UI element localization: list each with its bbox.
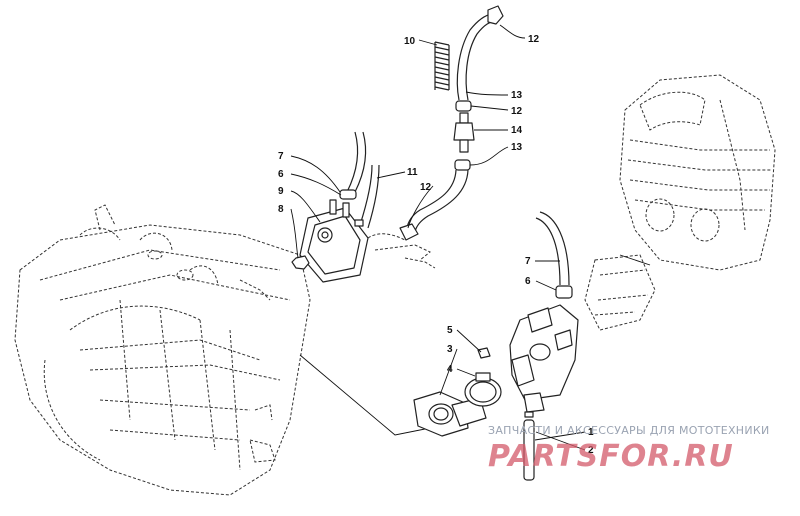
callout-13-top: 13: [511, 90, 523, 101]
callout-7-upper: 7: [278, 151, 284, 162]
callout-12-filter: 12: [511, 106, 523, 117]
callout-7-lower: 7: [525, 256, 531, 267]
drain-tube: [523, 411, 535, 481]
callout-13-lower: 13: [511, 142, 523, 153]
engine-block: [14, 204, 311, 496]
fuel-hose-upper: [346, 131, 367, 193]
air-filter-housing: [619, 74, 776, 271]
hose-clamp-pump-inlet: [399, 223, 419, 241]
fuel-hose-11: [359, 164, 380, 229]
carburetor: [509, 304, 579, 413]
fuel-pump: [299, 199, 369, 283]
hose-clamp-top: [487, 5, 504, 25]
callout-6-lower: 6: [525, 276, 531, 287]
watermark-caption: ЗАПЧАСТИ И АКСЕССУАРЫ ДЛЯ МОТОТЕХНИКИ: [488, 424, 770, 437]
callout-4: 4: [447, 364, 453, 375]
fuel-filter: [453, 112, 475, 153]
callout-3: 3: [447, 344, 453, 355]
callout-leaders: [290, 24, 586, 451]
callout-9: 9: [278, 186, 284, 197]
screw: [477, 347, 491, 359]
hose-clamp-vent: [555, 285, 573, 299]
fuel-hose-lower: [406, 169, 469, 233]
hose-clamp-upper: [339, 189, 357, 200]
pump-fitting-dashed: [367, 233, 436, 269]
hose-clamp-filter-top: [455, 100, 472, 112]
callout-10: 10: [404, 36, 416, 47]
callout-14: 14: [511, 125, 523, 136]
watermark: ЗАПЧАСТИ И АКСЕССУАРЫ ДЛЯ МОТОТЕХНИКИ PA…: [488, 424, 770, 474]
callout-5: 5: [447, 325, 453, 336]
watermark-brand: PARTSFOR.RU: [488, 439, 734, 474]
callout-labels: 10 12 13 12 14 13 7 6 9 8 11 12 7 6 5 3 …: [278, 34, 594, 456]
callout-8: 8: [278, 204, 284, 215]
hose-clamp-filter-bottom: [454, 159, 471, 171]
pump-nut: [291, 255, 310, 270]
fuel-hose-top: [456, 13, 498, 101]
band-clamp: [464, 372, 502, 407]
callout-2: 2: [588, 445, 594, 456]
callout-1: 1: [588, 427, 594, 438]
callout-12-top: 12: [528, 34, 540, 45]
vent-hose: [535, 211, 570, 286]
callout-11: 11: [407, 167, 418, 178]
callout-6-upper: 6: [278, 169, 284, 180]
intake-boot: [584, 254, 656, 331]
spring: [434, 41, 450, 91]
callout-12-pump: 12: [420, 182, 432, 193]
